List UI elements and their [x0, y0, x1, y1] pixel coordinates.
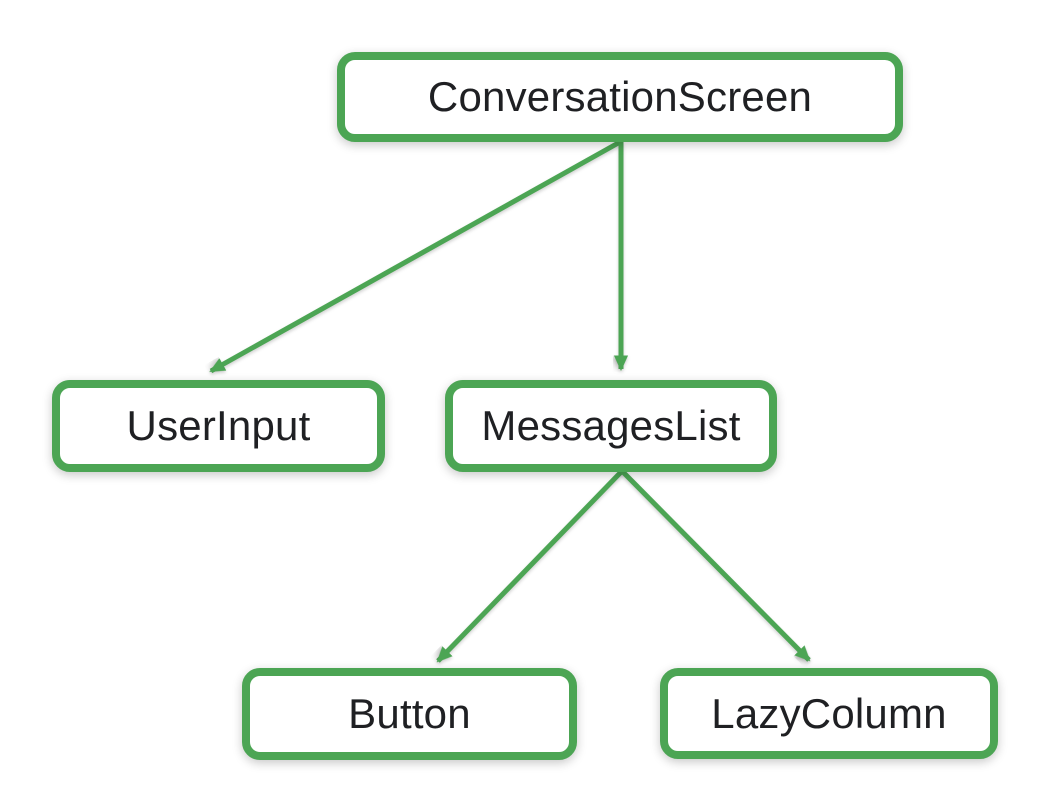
node-user-input-label: UserInput [126, 402, 311, 449]
edge-conversationscreen-userinput [209, 139, 622, 374]
edge-messageslist-button [436, 469, 624, 663]
node-conversation-screen: ConversationScreen [337, 52, 903, 142]
node-messages-list: MessagesList [445, 380, 777, 472]
node-button-label: Button [348, 690, 471, 737]
node-button: Button [242, 668, 577, 760]
node-lazy-column-label: LazyColumn [711, 689, 947, 737]
node-user-input: UserInput [52, 380, 385, 472]
node-messages-list-label: MessagesList [481, 402, 741, 449]
node-lazy-column: LazyColumn [660, 668, 998, 759]
node-conversation-screen-label: ConversationScreen [427, 73, 813, 120]
edge-messageslist-lazycolumn [620, 469, 811, 662]
